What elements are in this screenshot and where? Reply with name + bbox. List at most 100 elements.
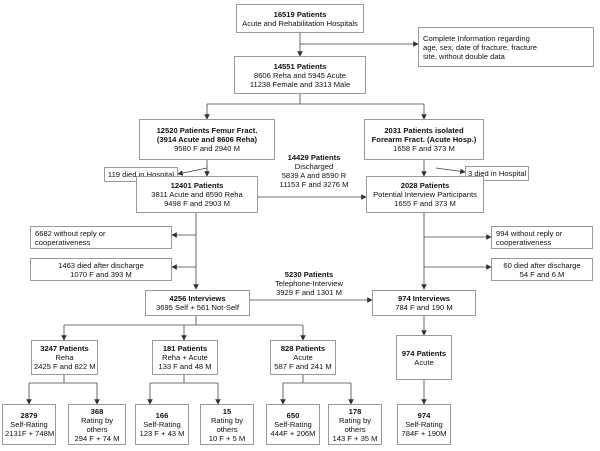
- no-reply-right-line-2: cooperativeness: [496, 237, 552, 247]
- reha-group-sex: 2425 F and 822 M: [34, 362, 96, 371]
- telephone-interview-word: Telephone-Interview: [275, 279, 343, 288]
- forearm-discharged-count: 2028 Patients: [400, 181, 450, 190]
- leaf-sex: 143 F + 35 M: [332, 433, 378, 443]
- leaf-sex: 2131F + 748M: [5, 429, 55, 438]
- reha-group-count: 3247 Patients: [40, 344, 89, 353]
- leaf-reha-rating-by-others: 368 Rating by others 294 F + 74 M: [68, 404, 126, 445]
- leaf-label-2: others: [344, 424, 366, 434]
- femur-fracture-title: 12520 Patients Femur Fract.: [156, 126, 258, 135]
- interviews-right-sex: 784 F and 190 M: [395, 303, 453, 312]
- leaf-count: 974: [417, 411, 431, 420]
- no-reply-left-box: 6682 without reply or cooperativeness: [30, 226, 172, 249]
- femur-fracture-split: (3914 Acute and 8606 Reha): [156, 135, 258, 144]
- interviews-left-box: 4256 Interviews 3695 Self + 561 Not-Self: [145, 290, 250, 316]
- telephone-interview-count: 5230 Patients: [284, 270, 334, 279]
- interviews-right-count: 974 Interviews: [398, 294, 450, 303]
- telephone-interview-label: 5230 Patients Telephone-Interview 3929 F…: [254, 270, 364, 297]
- femur-discharged-sex: 9498 F and 2903 M: [164, 199, 230, 208]
- leaf-sex: 444F + 206M: [270, 429, 316, 438]
- forearm-discharged-box: 2028 Patients Potential Interview Partic…: [366, 176, 484, 213]
- reha-acute-group-box: 181 Patients Reha + Acute 133 F and 48 M: [152, 340, 218, 375]
- leaf-label: Self-Rating: [143, 420, 181, 429]
- complete-info-box: Complete Information regarding age, sex,…: [418, 27, 594, 67]
- leaf-label: Self-Rating: [405, 420, 443, 429]
- leaf-acute-828-rating-by-others: 178 Rating by others 143 F + 35 M: [328, 404, 382, 445]
- total-patients-count: 16519 Patients: [273, 9, 327, 19]
- no-reply-left-line-2: cooperativeness: [35, 237, 91, 247]
- leaf-label: Rating by: [338, 415, 372, 425]
- leaf-sex: 10 F + 5 M: [208, 433, 246, 443]
- no-reply-right-box: 994 without reply or cooperativeness: [491, 226, 593, 249]
- forearm-fracture-sex: 1658 F and 373 M: [393, 144, 455, 153]
- reha-acute-group-count: 181 Patients: [162, 344, 208, 353]
- died-after-discharge-right-box: 60 died after discharge 54 F and 6 M: [491, 258, 593, 281]
- telephone-interview-sex: 3929 F and 1301 M: [276, 288, 342, 297]
- forearm-fracture-box: 2031 Patients isolated Forearm Fract. (A…: [364, 119, 484, 160]
- discharged-split: 5839 A and 8590 R: [281, 171, 347, 180]
- leaf-count: 2879: [20, 411, 38, 420]
- acute-974-group-type: Acute: [414, 357, 434, 367]
- complete-info-line-2: age, sex, date of fracture, fracture: [423, 42, 537, 52]
- total-patients-desc: Acute and Rehabilitation Hospitals: [242, 18, 358, 28]
- leaf-label: Self-Rating: [274, 420, 312, 429]
- interviews-left-count: 4256 Interviews: [169, 294, 226, 303]
- died-after-discharge-left-count: 1463 died after discharge: [58, 260, 144, 270]
- acute-974-group-count: 974 Patients: [401, 348, 447, 358]
- leaf-sex: 123 F + 43 M: [139, 429, 185, 438]
- leaf-reha-self-rating: 2879 Self-Rating 2131F + 748M: [2, 404, 56, 445]
- leaf-count: 368: [90, 406, 104, 416]
- complete-patients-box: 14551 Patients 8606 Reha and 5945 Acute …: [234, 56, 366, 94]
- leaf-count: 166: [155, 411, 169, 420]
- leaf-reha-acute-rating-by-others: 15 Rating by others 10 F + 5 M: [200, 404, 254, 445]
- acute-828-group-count: 828 Patients: [280, 344, 326, 353]
- leaf-label: Self-Rating: [10, 420, 48, 429]
- complete-patients-split: 8606 Reha and 5945 Acute: [253, 70, 347, 80]
- died-in-hospital-right-text: 3 died in Hospital: [468, 169, 527, 178]
- discharged-word: Discharged: [294, 162, 334, 171]
- acute-828-group-sex: 587 F and 241 M: [274, 362, 332, 371]
- leaf-count: 15: [222, 406, 232, 416]
- femur-fracture-sex: 9580 F and 2940 M: [174, 144, 240, 153]
- died-after-discharge-left-sex: 1070 F and 393 M: [70, 269, 132, 279]
- died-after-discharge-right-count: 60 died after discharge: [503, 260, 581, 270]
- died-in-hospital-left-text: 119 died in Hospital: [107, 170, 175, 179]
- complete-info-line-1: Complete Information regarding: [423, 33, 530, 43]
- leaf-label: Rating by: [210, 415, 244, 425]
- acute-974-group-box: 974 Patients Acute: [396, 335, 452, 380]
- leaf-acute-828-self-rating: 650 Self-Rating 444F + 206M: [266, 404, 320, 445]
- reha-acute-group-sex: 133 F and 48 M: [158, 362, 212, 371]
- leaf-label-2: others: [216, 424, 238, 434]
- complete-info-line-3: site, without double data: [423, 51, 505, 61]
- femur-discharged-count: 12401 Patients: [170, 181, 224, 190]
- reha-acute-group-type: Reha + Acute: [162, 353, 208, 362]
- interviews-left-split: 3695 Self + 561 Not-Self: [156, 303, 239, 312]
- leaf-sex: 294 F + 74 M: [74, 433, 120, 443]
- reha-group-type: Reha: [55, 353, 74, 362]
- forearm-fracture-title: 2031 Patients isolated: [384, 126, 464, 135]
- acute-828-group-box: 828 Patients Acute 587 F and 241 M: [270, 340, 336, 375]
- leaf-reha-acute-self-rating: 166 Self-Rating 123 F + 43 M: [135, 404, 189, 445]
- discharged-sex: 11153 F and 3276 M: [279, 180, 349, 189]
- acute-828-group-type: Acute: [293, 353, 313, 362]
- total-patients-box: 16519 Patients Acute and Rehabilitation …: [236, 4, 364, 33]
- no-reply-left-line-1: 6682 without reply or: [35, 228, 106, 238]
- reha-group-box: 3247 Patients Reha 2425 F and 822 M: [31, 340, 98, 375]
- died-after-discharge-left-box: 1463 died after discharge 1070 F and 393…: [30, 258, 172, 281]
- leaf-label-2: others: [86, 424, 108, 434]
- leaf-sex: 784F + 190M: [401, 429, 447, 438]
- complete-patients-count: 14551 Patients: [273, 61, 327, 71]
- leaf-count: 178: [348, 406, 362, 416]
- died-after-discharge-right-sex: 54 F and 6 M: [519, 269, 565, 279]
- discharged-label: 14429 Patients Discharged 5839 A and 859…: [268, 153, 360, 189]
- forearm-discharged-desc: Potential Interview Participants: [373, 190, 477, 199]
- interviews-right-box: 974 Interviews 784 F and 190 M: [372, 290, 476, 316]
- complete-patients-sex: 11238 Female and 3313 Male: [249, 79, 351, 89]
- discharged-count: 14429 Patients: [287, 153, 341, 162]
- leaf-acute-974-self-rating: 974 Self-Rating 784F + 190M: [397, 404, 451, 445]
- leaf-label: Rating by: [80, 415, 114, 425]
- forearm-fracture-subtitle: Forearm Fract. (Acute Hosp.): [371, 135, 477, 144]
- femur-discharged-box: 12401 Patients 3811 Acute and 8590 Reha …: [136, 176, 258, 213]
- leaf-count: 650: [286, 411, 300, 420]
- femur-discharged-split: 3811 Acute and 8590 Reha: [151, 190, 243, 199]
